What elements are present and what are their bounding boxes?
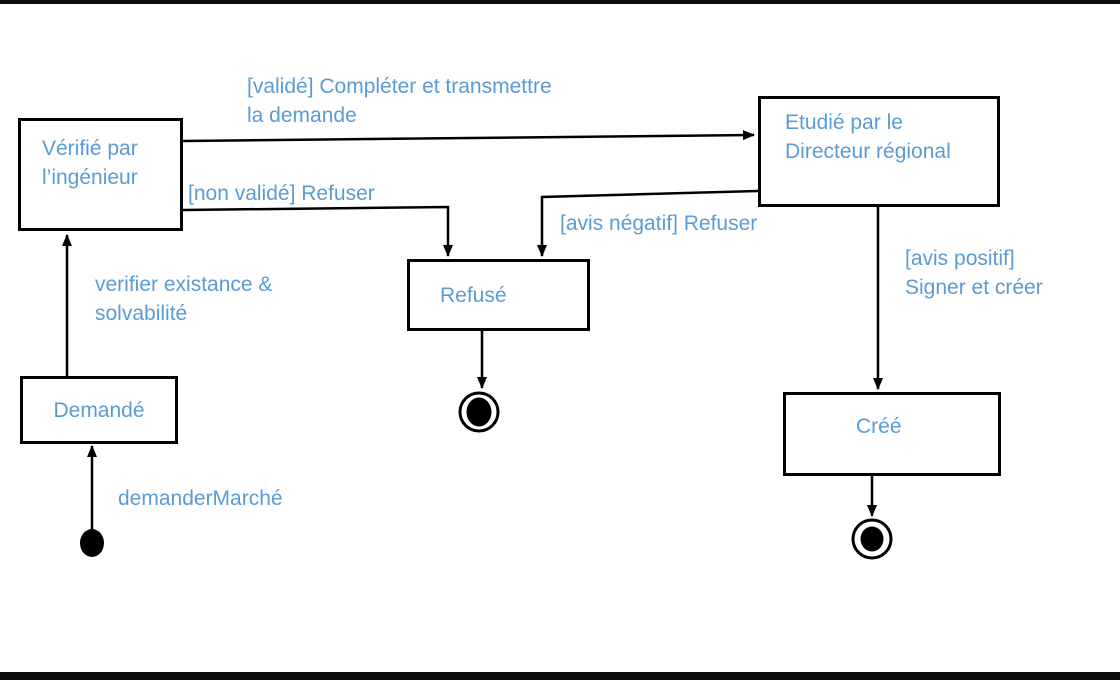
state-label: l’ingénieur	[42, 166, 138, 189]
state-demande: Demandé	[20, 376, 178, 444]
state-label: Refusé	[440, 284, 507, 307]
state-verifie-par-ingenieur: Vérifié par l’ingénieur	[18, 118, 183, 231]
transition-label-line: [avis positif]	[905, 247, 1015, 270]
initial-state-icon	[80, 529, 104, 557]
state-label: Vérifié par	[42, 137, 138, 160]
state-refuse: Refusé	[407, 259, 590, 331]
transition-arrow-valide	[182, 130, 755, 143]
transition-label-line: Signer et créer	[905, 276, 1043, 299]
transition-label-line: verifier existance &	[95, 273, 273, 296]
state-cree: Créé	[783, 392, 1001, 476]
state-label: Demandé	[53, 398, 145, 422]
transition-label-demander-marche: demanderMarché	[118, 487, 283, 510]
transition-label-line: [validé] Compléter et transmettre	[247, 75, 552, 98]
state-label: Créé	[856, 415, 902, 438]
transition-label-non-valide: [non validé] Refuser	[188, 182, 375, 205]
top-border-bar	[0, 0, 1120, 4]
state-label: Directeur régional	[785, 140, 951, 163]
transition-label-line: solvabilité	[95, 302, 188, 325]
transition-label-verifier-existance: verifier existance & solvabilité	[95, 270, 272, 328]
transition-label-valide: [validé] Compléter et transmettre la dem…	[247, 72, 552, 130]
transition-label-line: la demande	[247, 104, 357, 127]
state-etudie-par-directeur: Etudié par le Directeur régional	[758, 96, 1000, 207]
bottom-border-bar	[0, 672, 1120, 680]
transition-arrow-non-valide	[182, 205, 453, 257]
transition-label-avis-negatif: [avis négatif] Refuser	[560, 212, 758, 235]
state-label: Etudié par le	[785, 111, 903, 134]
final-state-inner-dot-refuse	[466, 397, 492, 427]
transition-arrow-avis-negatif	[537, 189, 759, 257]
final-state-inner-dot-cree	[860, 526, 884, 552]
transition-label-avis-positif: [avis positif] Signer et créer	[905, 244, 1043, 302]
